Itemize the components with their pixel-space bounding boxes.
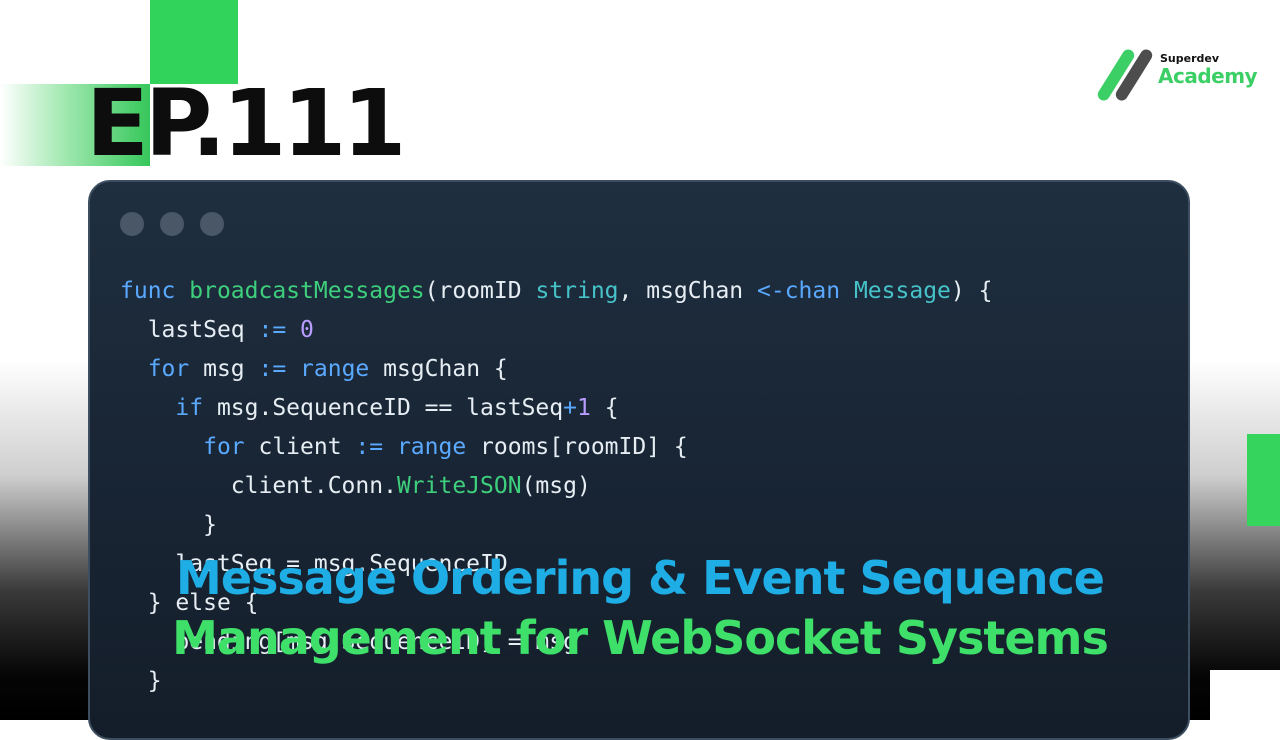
white-corner-block xyxy=(1210,670,1280,720)
window-dot-icon xyxy=(160,212,184,236)
window-dot-icon xyxy=(200,212,224,236)
code-token: func xyxy=(120,278,190,304)
code-line: } xyxy=(120,506,992,545)
code-block: func broadcastMessages(roomID string, ms… xyxy=(120,272,992,701)
headline-line-1: Message Ordering & Event Sequence xyxy=(176,551,1105,605)
code-line: for msg := range msgChan { xyxy=(120,350,992,389)
code-line: pending[msg.SequenceID] = msg xyxy=(120,623,992,662)
green-bar-right xyxy=(1247,434,1280,526)
green-gradient-block xyxy=(0,84,150,166)
code-token: := range xyxy=(355,434,481,460)
code-line: } xyxy=(120,662,992,701)
code-token: string xyxy=(535,278,619,304)
code-line: for client := range rooms[roomID] { xyxy=(120,428,992,467)
episode-number: EP.111 xyxy=(86,70,406,177)
code-line: lastSeq = msg.SequenceID xyxy=(120,545,992,584)
code-token: , msgChan xyxy=(618,278,758,304)
code-token: for xyxy=(203,434,259,460)
code-line: } else { xyxy=(120,584,992,623)
code-window: func broadcastMessages(roomID string, ms… xyxy=(88,180,1190,740)
slash-logo-icon xyxy=(1097,49,1153,101)
code-token: 1 xyxy=(576,395,591,421)
code-token: pending[msg.SequenceID] = msg xyxy=(175,629,577,655)
code-line: lastSeq := 0 xyxy=(120,311,992,350)
code-token: client.Conn. xyxy=(230,473,397,499)
brand-small-text: Superdev xyxy=(1160,52,1220,65)
brand-name: Academy xyxy=(1158,64,1258,88)
code-token: { xyxy=(590,395,619,421)
code-token: } xyxy=(203,512,217,538)
code-token: ) { xyxy=(950,278,993,304)
headline-line-2: Management for WebSocket Systems xyxy=(172,611,1109,665)
code-token: := xyxy=(258,317,301,343)
code-token: (msg) xyxy=(521,473,591,499)
headline: Message Ordering & Event Sequence Manage… xyxy=(0,548,1280,668)
code-token: if xyxy=(175,395,217,421)
code-token: broadcastMessages xyxy=(189,278,425,304)
code-token: Message xyxy=(853,278,951,304)
code-token: msg.SequenceID == lastSeq xyxy=(216,395,564,421)
code-token: := range xyxy=(258,356,384,382)
code-token: WriteJSON xyxy=(396,473,522,499)
code-token: 0 xyxy=(300,317,314,343)
code-token: for xyxy=(147,356,204,382)
code-token: } xyxy=(147,668,162,694)
code-token: lastSeq = msg.SequenceID xyxy=(175,551,508,577)
code-line: if msg.SequenceID == lastSeq+1 { xyxy=(120,389,992,428)
code-token: client xyxy=(258,434,356,460)
code-token: msgChan { xyxy=(383,356,508,382)
code-token: + xyxy=(563,395,577,421)
code-line: client.Conn.WriteJSON(msg) xyxy=(120,467,992,506)
green-square-top xyxy=(150,0,238,84)
code-token: lastSeq xyxy=(147,317,259,343)
code-token: } else { xyxy=(147,590,259,616)
code-token: msg xyxy=(203,356,259,382)
window-dot-icon xyxy=(120,212,144,236)
code-line: func broadcastMessages(roomID string, ms… xyxy=(120,272,992,311)
code-token: <-chan xyxy=(757,278,854,304)
code-token: (roomID xyxy=(424,278,536,304)
code-token: rooms[roomID] { xyxy=(480,434,688,460)
brand-logo: Superdev Academy xyxy=(1094,44,1274,104)
